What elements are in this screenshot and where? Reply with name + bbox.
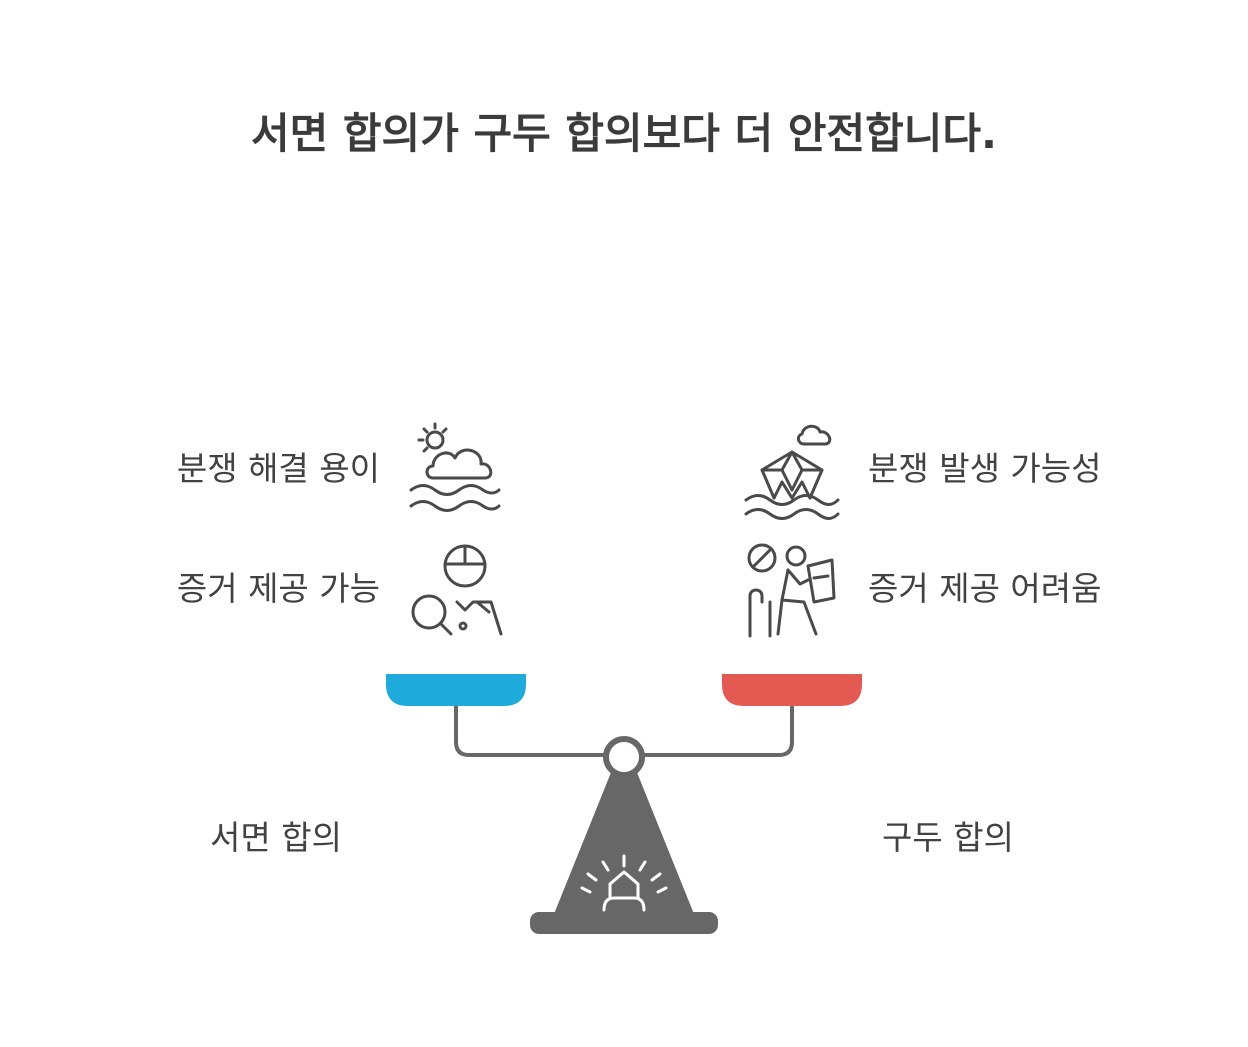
right-pan	[722, 674, 862, 706]
left-item-label-1: 분쟁 해결 용이	[176, 449, 380, 488]
left-item-label-2: 증거 제공 가능	[176, 569, 380, 608]
detective-magnifier-icon	[405, 540, 505, 640]
right-item-label-2: 증거 제공 어려움	[868, 569, 1102, 608]
scale-beam	[454, 706, 794, 757]
right-option-name: 구두 합의	[882, 818, 1014, 857]
sun-cloud-waves-icon	[405, 422, 505, 516]
left-pan	[386, 674, 526, 706]
scale-base	[530, 912, 718, 934]
page-title: 서면 합의가 구두 합의보다 더 안전합니다.	[251, 109, 997, 158]
scale-pivot	[603, 736, 645, 778]
no-evidence-reader-icon	[742, 540, 842, 640]
alarm-light-icon	[580, 854, 668, 912]
right-item-label-1: 분쟁 발생 가능성	[868, 449, 1102, 488]
scale-stand	[554, 770, 694, 914]
paper-boat-storm-icon	[742, 420, 842, 520]
left-option-name: 서면 합의	[210, 818, 342, 857]
